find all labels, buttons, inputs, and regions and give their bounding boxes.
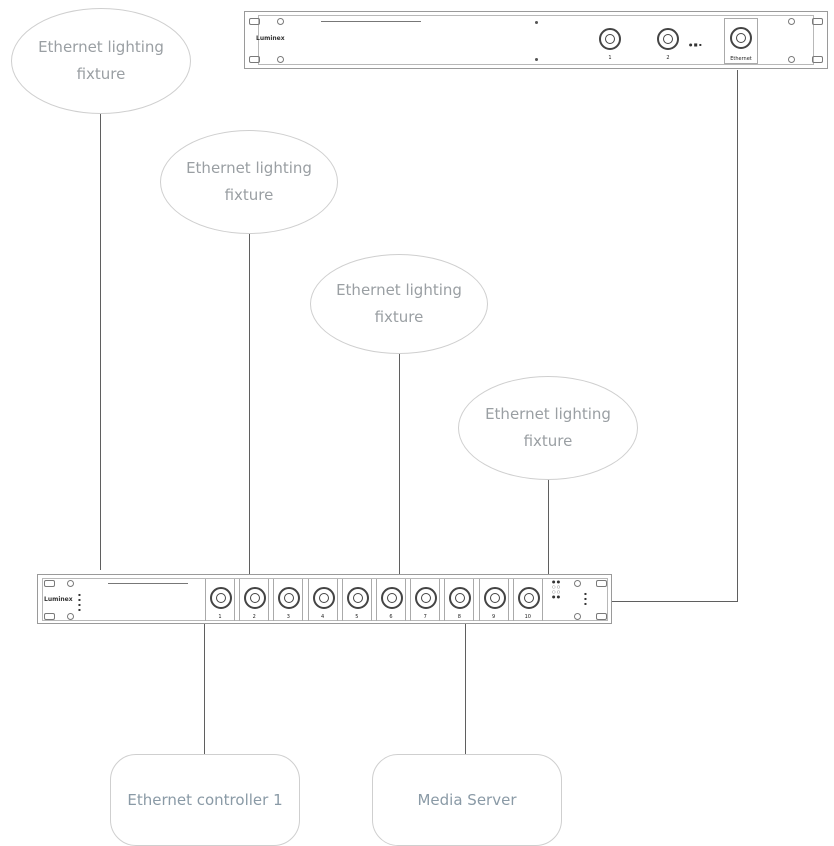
rack-ear-icon [596, 580, 607, 587]
node-ethernet-label: Ethernet [730, 56, 752, 62]
ethercon-connector-icon [449, 587, 472, 609]
rack-ear-icon [812, 18, 823, 25]
ethercon-connector-icon [483, 587, 506, 609]
rack-ear-icon [249, 56, 260, 63]
fixture-label-line2: fixture [523, 432, 573, 450]
screw-icon [67, 613, 74, 620]
fixture-label-line1: Ethernet lighting [38, 38, 164, 56]
media-server-box: Media Server [372, 754, 562, 846]
node-status-leds: ● ■ ▪ [689, 42, 702, 47]
fixture-label-line2: fixture [76, 65, 126, 83]
xlr-connector-icon [599, 28, 621, 50]
screw-icon [277, 18, 284, 25]
ethercon-connector-icon [381, 587, 403, 609]
switch-port-9[interactable]: 9 [478, 579, 509, 621]
node-port-1[interactable]: 1 [595, 20, 625, 62]
node-brand: Luminex [256, 35, 285, 42]
screw-icon [574, 613, 581, 620]
switch-port-10[interactable]: 10 [512, 579, 543, 621]
ethernet-node-unit: Luminex 1 2 ● ■ ▪ Ethernet [244, 11, 828, 69]
switch-port-number: 4 [321, 614, 325, 620]
switch-port-number: 6 [389, 614, 393, 620]
switch-status-leds: ▪▪▪▪ [78, 592, 81, 612]
switch-port-number: 5 [355, 614, 359, 620]
switch-mode-leds: ▪▪▪ [584, 591, 587, 606]
screw-icon [788, 56, 795, 63]
switch-port-6[interactable]: 6 [376, 579, 406, 621]
rack-ear-icon [812, 56, 823, 63]
screw-icon [574, 580, 581, 587]
switch-port-number: 9 [492, 614, 496, 620]
fixture-label-line2: fixture [374, 308, 424, 326]
switch-port-number: 10 [524, 614, 531, 620]
switch-port-number: 2 [252, 614, 256, 620]
node-ethernet-port[interactable]: Ethernet [724, 18, 758, 64]
ethernet-controller-box: Ethernet controller 1 [110, 754, 300, 846]
ethercon-connector-icon [415, 587, 438, 609]
ethercon-connector-icon [278, 587, 301, 609]
node-port-number: 2 [666, 55, 670, 61]
switch-port-3[interactable]: 3 [273, 579, 304, 621]
screw-icon [67, 580, 74, 587]
switch-port-number: 8 [457, 614, 461, 620]
switch-port-number: 1 [218, 614, 222, 620]
node-model-line [321, 21, 421, 22]
node-port-number: 1 [608, 55, 612, 61]
switch-port-number: 7 [423, 614, 427, 620]
wire-controller [204, 620, 205, 756]
switch-port-number: 3 [286, 614, 290, 620]
switch-status-indicators: ● ●○ ○○ ○● ● [552, 579, 561, 599]
ethercon-connector-icon [346, 587, 369, 609]
switch-port-1[interactable]: 1 [205, 579, 235, 621]
media-server-label: Media Server [417, 791, 517, 809]
node-front-panel [258, 15, 814, 65]
wire-fixture-1 [100, 112, 101, 570]
wire-media-server [465, 620, 466, 756]
switch-brand: Luminex [44, 596, 73, 603]
ethercon-connector-icon [244, 587, 267, 609]
screw-icon [277, 56, 284, 63]
screw-icon [788, 18, 795, 25]
switch-port-5[interactable]: 5 [341, 579, 372, 621]
wire-fixture-2 [249, 232, 250, 578]
ethernet-switch-unit: Luminex ▪▪▪▪ 1 2 3 4 5 6 7 8 9 10 ● ●○ ○○ ○● ● ▪▪… [37, 574, 612, 624]
wire-node-horizontal [611, 601, 738, 602]
rack-ear-icon [44, 580, 55, 587]
ethernet-lighting-fixture-1: Ethernet lighting fixture [11, 8, 191, 114]
switch-port-8[interactable]: 8 [444, 579, 475, 621]
ethercon-connector-icon [210, 587, 232, 609]
indicator-dot [535, 58, 538, 61]
ethercon-connector-icon [312, 587, 335, 609]
fixture-label-line2: fixture [224, 186, 274, 204]
rack-ear-icon [249, 18, 260, 25]
ethernet-lighting-fixture-3: Ethernet lighting fixture [310, 254, 488, 354]
wire-node-vertical [737, 70, 738, 602]
rack-ear-icon [596, 613, 607, 620]
fixture-label-line1: Ethernet lighting [186, 159, 312, 177]
fixture-label-line1: Ethernet lighting [336, 281, 462, 299]
ethernet-lighting-fixture-4: Ethernet lighting fixture [458, 376, 638, 480]
controller-label: Ethernet controller 1 [127, 791, 283, 809]
switch-port-4[interactable]: 4 [307, 579, 338, 621]
ethercon-connector-icon [517, 587, 540, 609]
indicator-dot [535, 21, 538, 24]
fixture-label-line1: Ethernet lighting [485, 405, 611, 423]
ethercon-connector-icon [730, 27, 752, 49]
switch-model-line [108, 583, 188, 584]
node-port-2[interactable]: 2 [653, 20, 683, 62]
wire-fixture-3 [399, 352, 400, 578]
rack-ear-icon [44, 613, 55, 620]
xlr-connector-icon [657, 28, 679, 50]
switch-port-7[interactable]: 7 [410, 579, 441, 621]
switch-port-2[interactable]: 2 [239, 579, 270, 621]
switch-front-panel [42, 578, 608, 621]
ethernet-lighting-fixture-2: Ethernet lighting fixture [160, 130, 338, 234]
wire-fixture-4 [548, 478, 549, 578]
